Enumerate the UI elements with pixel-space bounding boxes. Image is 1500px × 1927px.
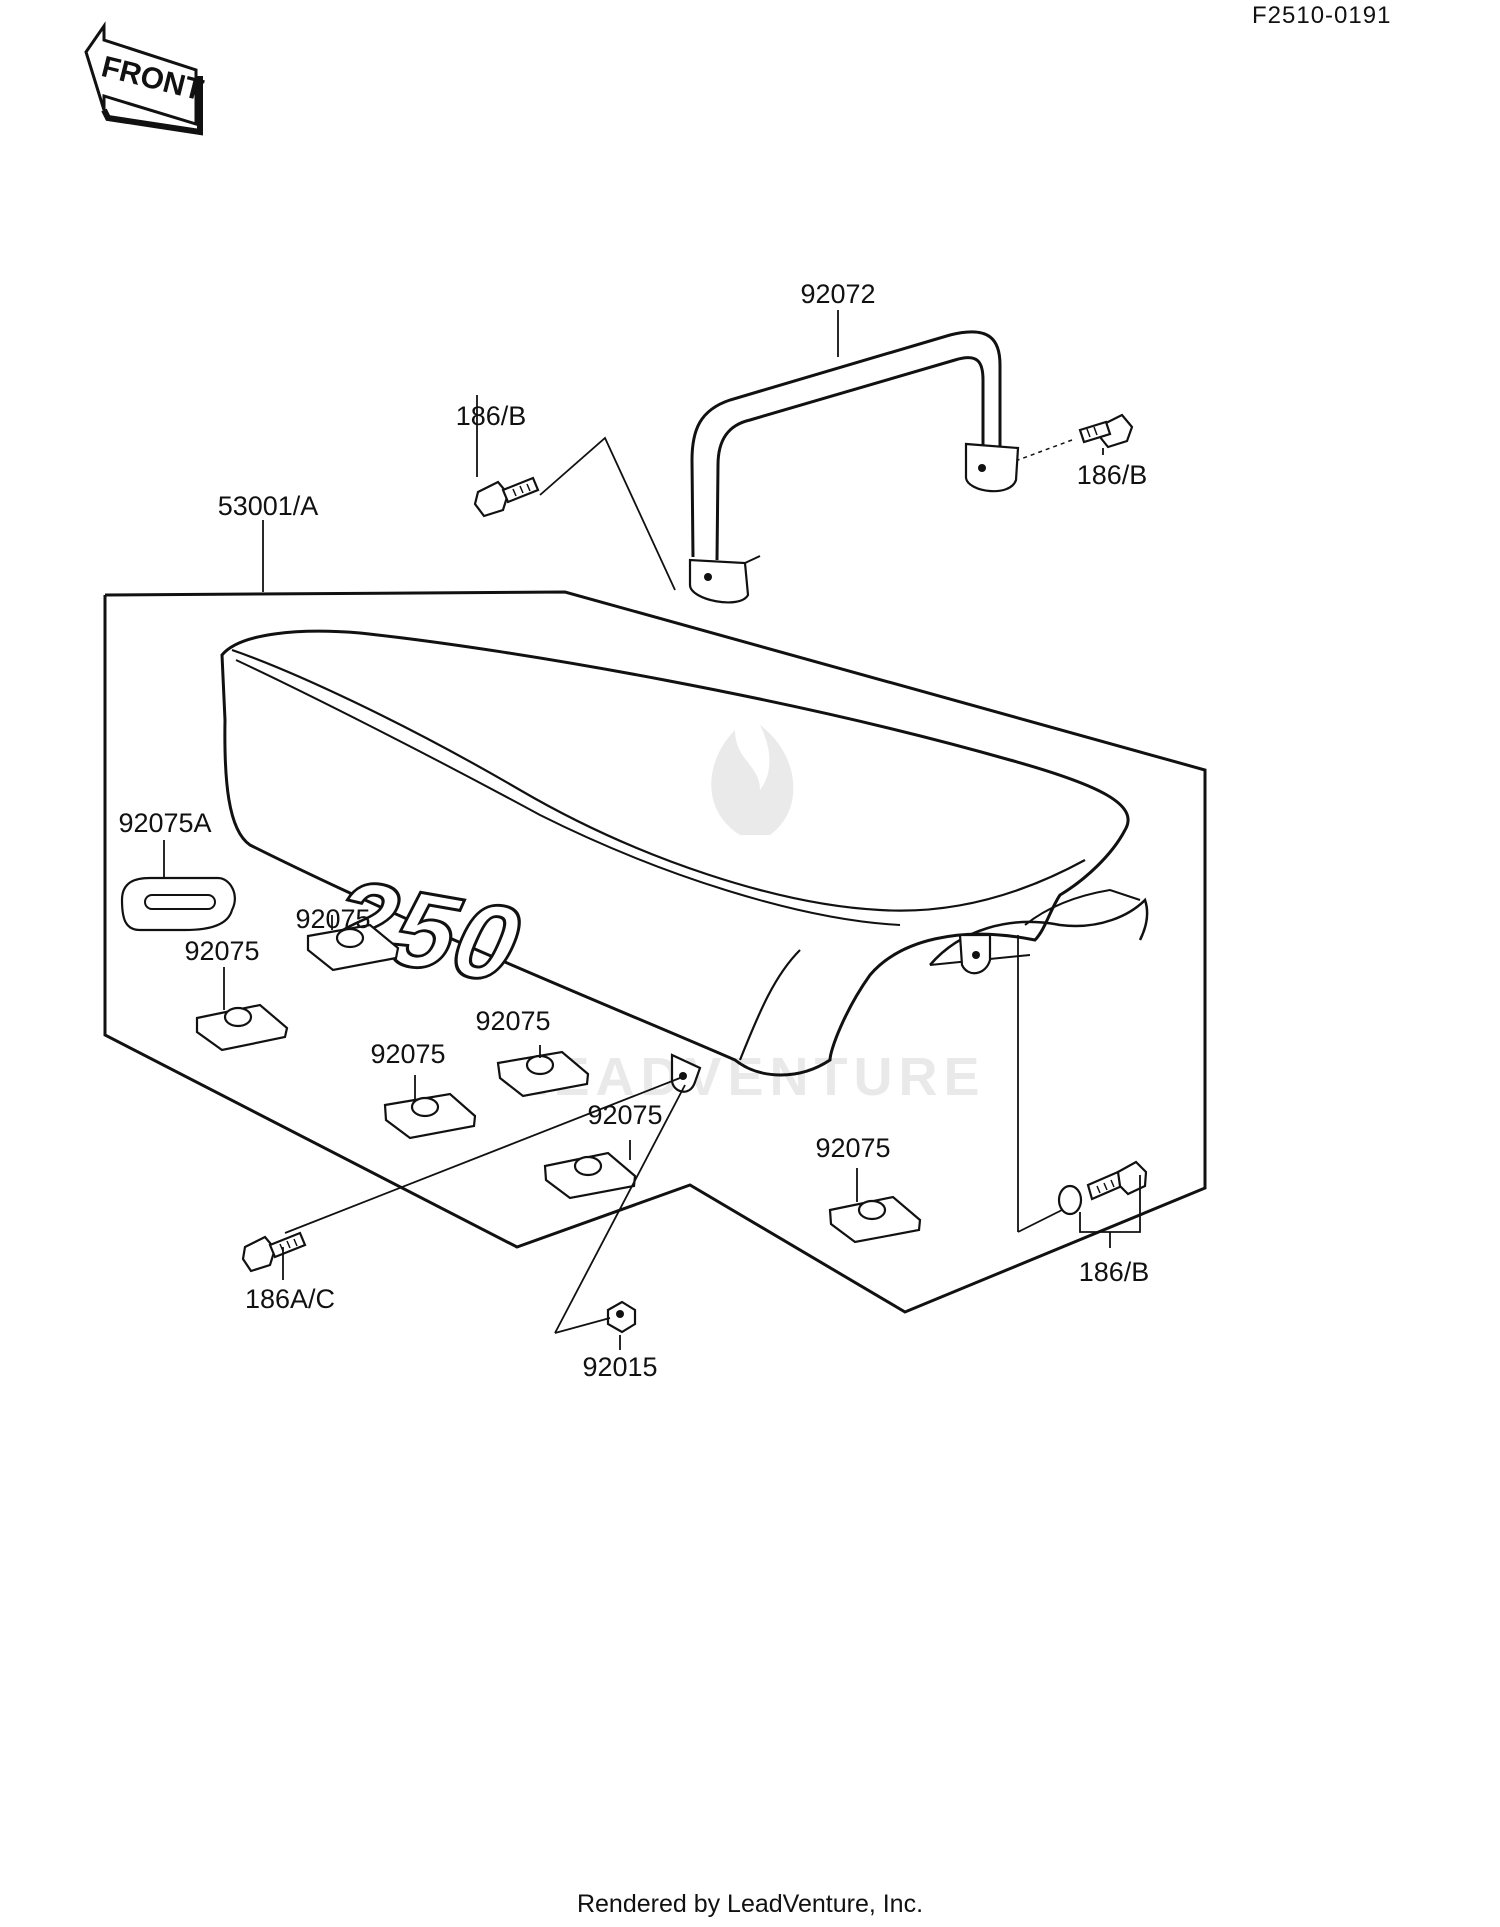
diagram-reference-code: F2510-0191 xyxy=(1252,2,1392,29)
damper-2-icon xyxy=(306,923,400,972)
damper-3-icon xyxy=(383,1092,477,1140)
callout-92075-3: 92075 xyxy=(370,1039,445,1069)
footer-credit: Rendered by LeadVenture, Inc. xyxy=(576,1890,924,1918)
leader-lines xyxy=(163,310,1141,1350)
assembly-outline xyxy=(103,590,1207,1314)
watermark-text: LEADVENTURE xyxy=(514,1047,985,1107)
callout-labels: 92072 186/B 186/B 53001/A 92075A 92075 9… xyxy=(118,279,1149,1382)
seat-body: 250 xyxy=(220,629,1149,1093)
damper-1-icon xyxy=(195,1003,289,1052)
callout-186ac: 186A/C xyxy=(245,1284,335,1314)
grab-rail xyxy=(688,330,1020,604)
damper-icons xyxy=(195,923,922,1244)
callout-92075-5: 92075 xyxy=(587,1100,662,1130)
callout-92015: 92015 xyxy=(582,1352,657,1382)
callout-186b-top-left: 186/B xyxy=(456,401,527,431)
callout-186b-bottom: 186/B xyxy=(1079,1257,1150,1287)
front-direction-arrow: FRONT xyxy=(84,21,206,136)
callout-92075-6: 92075 xyxy=(815,1133,890,1163)
damper-5-icon xyxy=(543,1151,637,1200)
damper-large-icon xyxy=(120,876,236,932)
bolt-rear-bottom-icon xyxy=(1057,1160,1148,1216)
leadventure-watermark: LEADVENTURE xyxy=(514,725,985,1107)
bolt-front-icon xyxy=(241,1231,307,1273)
bolt-top-left-icon xyxy=(473,476,540,518)
callout-53001a: 53001/A xyxy=(218,491,319,521)
callout-92075-1: 92075 xyxy=(184,936,259,966)
callout-92075-4: 92075 xyxy=(475,1006,550,1036)
callout-92075-2: 92075 xyxy=(295,904,370,934)
callout-186b-top-right: 186/B xyxy=(1077,460,1148,490)
nut-icon xyxy=(606,1300,637,1334)
callout-92075a: 92075A xyxy=(118,808,211,838)
damper-6-icon xyxy=(828,1195,922,1244)
callout-92072: 92072 xyxy=(800,279,875,309)
bolt-top-right-icon xyxy=(1017,413,1134,461)
